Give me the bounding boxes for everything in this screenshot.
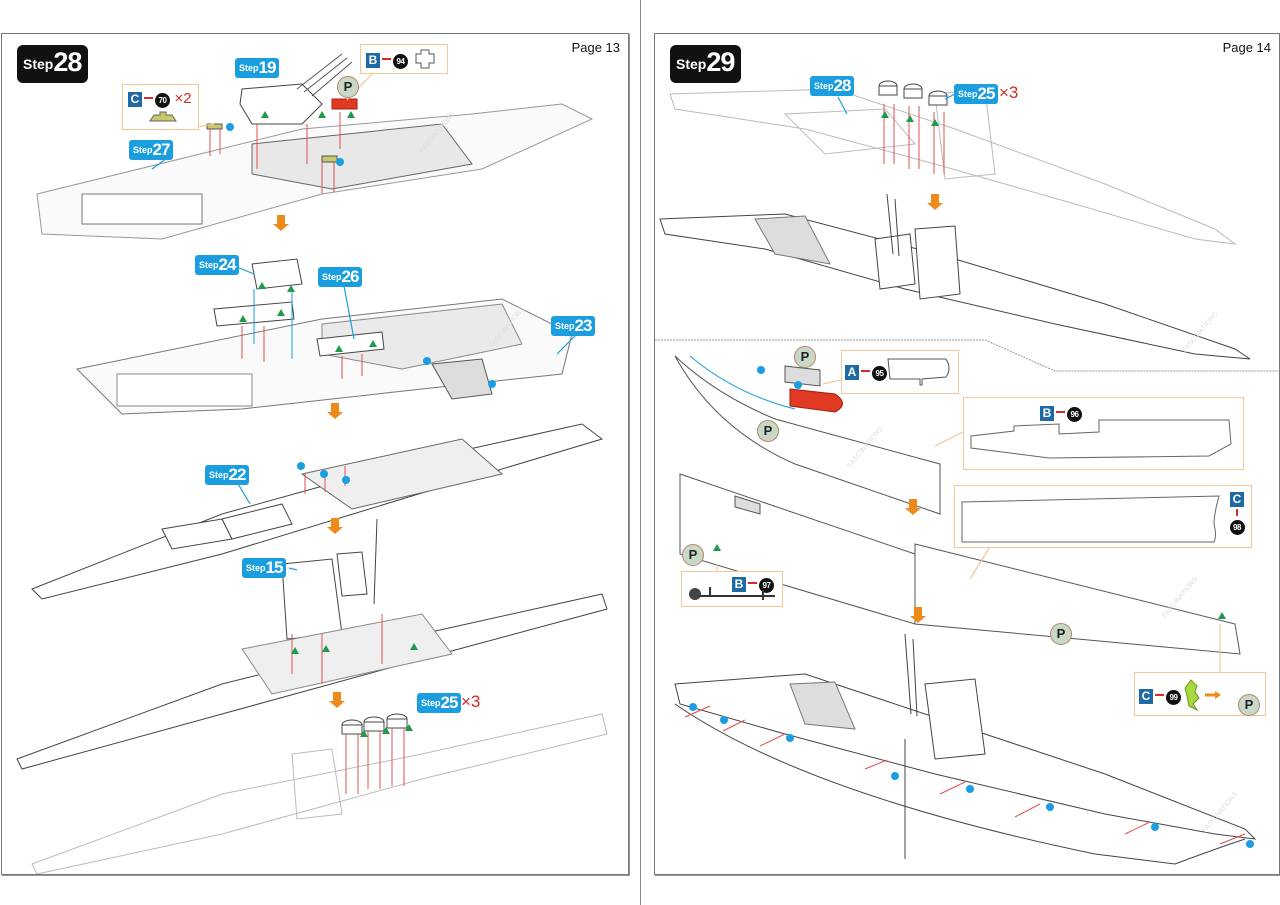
step-ref-22: Step22 [205, 465, 250, 485]
step-ref-number: 27 [152, 140, 171, 159]
part-99-shape [1184, 679, 1221, 712]
glue-p-badge: P [757, 420, 779, 442]
part-98-shape [961, 495, 1220, 543]
glue-p-badge: P [337, 76, 359, 98]
step-ref-word: Step [322, 272, 342, 282]
sheet-label: B [366, 53, 380, 68]
step-ref-19: Step19 [235, 58, 280, 78]
dash [144, 97, 153, 99]
step-ref-number: 15 [265, 558, 284, 577]
sheet-label: B [1040, 406, 1054, 421]
step-29-illustration [655, 80, 1279, 865]
quantity-multiplier: ×2 [174, 90, 192, 107]
dash [1056, 411, 1065, 413]
step-ref-word: Step [239, 63, 259, 73]
part-callout-a95: A 95 [841, 350, 959, 394]
step-ref-number: 25 [977, 84, 996, 103]
down-arrow-icon [910, 607, 926, 623]
down-arrow-icon [273, 215, 289, 231]
step-ref-25: Step25 [417, 693, 462, 713]
step-ref-word: Step [199, 260, 219, 270]
part-number: 99 [1166, 690, 1181, 705]
page-spine [640, 0, 641, 905]
dash [1236, 509, 1238, 516]
sheet-label: C [128, 92, 142, 107]
step-ref-number: 26 [341, 267, 360, 286]
step-ref-number: 24 [218, 255, 237, 274]
step-ref-number: 25 [440, 693, 459, 712]
part-97-shape [689, 587, 775, 600]
part-70-shape [149, 111, 177, 122]
step-word: Step [23, 56, 54, 72]
part-number: 94 [393, 54, 408, 69]
step-ref-number: 23 [574, 316, 593, 335]
part-95-shape [887, 358, 950, 386]
part-callout-b96: B 96 [963, 397, 1244, 470]
step-ref-word: Step [209, 470, 229, 480]
down-arrow-icon [329, 692, 345, 708]
part-callout-b97: B 97 [681, 571, 783, 607]
down-arrow-icon [927, 194, 943, 210]
sheet-label: C [1139, 689, 1153, 704]
part-callout-c98: C 98 [954, 485, 1252, 548]
sheet-label: C [1230, 492, 1244, 507]
step-number: 28 [53, 47, 82, 77]
step-ref-number: 22 [228, 465, 247, 484]
step-ref-word: Step [421, 698, 441, 708]
part-number: 98 [1229, 520, 1245, 535]
sheet-label: A [845, 365, 859, 380]
step-ref-23: Step23 [551, 316, 596, 336]
step-ref-word: Step [814, 81, 834, 91]
part-number: 70 [155, 93, 170, 108]
step-ref-word: Step [555, 321, 575, 331]
step-ref-26: Step26 [318, 267, 363, 287]
glue-p-badge: P [1238, 694, 1260, 716]
part-94-shape [415, 49, 435, 69]
step-ref-27: Step27 [129, 140, 174, 160]
down-arrow-icon [327, 518, 343, 534]
step-28-illustration [16, 53, 608, 874]
part-number: 96 [1067, 407, 1082, 422]
glue-p-badge: P [682, 544, 704, 566]
step-ref-24: Step24 [195, 255, 240, 275]
part-number: 97 [759, 578, 774, 593]
down-arrow-icon [905, 499, 921, 515]
step-badge: Step28 [17, 45, 89, 83]
part-number: 95 [872, 366, 887, 381]
part-96-shape [970, 419, 1232, 459]
step-badge: Step29 [670, 45, 742, 83]
part-callout-c70: C 70 ×2 [122, 84, 199, 130]
step-number: 29 [706, 47, 735, 77]
step-ref-15: Step15 [242, 558, 287, 578]
dash [748, 582, 757, 584]
step-ref-word: Step [958, 89, 978, 99]
step-ref-word: Step [246, 563, 266, 573]
dash [1155, 694, 1164, 696]
part-callout-b94: B 94 [360, 44, 448, 74]
page-number: Page 14 [1222, 40, 1271, 55]
step-ref-28: Step28 [810, 76, 855, 96]
step-ref-number: 19 [258, 58, 277, 77]
step-ref-25: Step25 [954, 84, 999, 104]
dash [861, 370, 870, 372]
glue-p-badge: P [794, 346, 816, 368]
instruction-page-13: Page 13 Step28 Step19 Step27 Step24 Step… [1, 33, 629, 875]
quantity-multiplier: ×3 [461, 692, 481, 711]
step-word: Step [676, 56, 707, 72]
dash [382, 58, 391, 60]
page-number: Page 13 [571, 40, 620, 55]
step-ref-word: Step [133, 145, 153, 155]
sheet-label: B [732, 577, 746, 592]
step-ref-number: 28 [833, 76, 852, 95]
down-arrow-icon [327, 403, 343, 419]
quantity-multiplier: ×3 [999, 83, 1019, 102]
glue-p-badge: P [1050, 623, 1072, 645]
